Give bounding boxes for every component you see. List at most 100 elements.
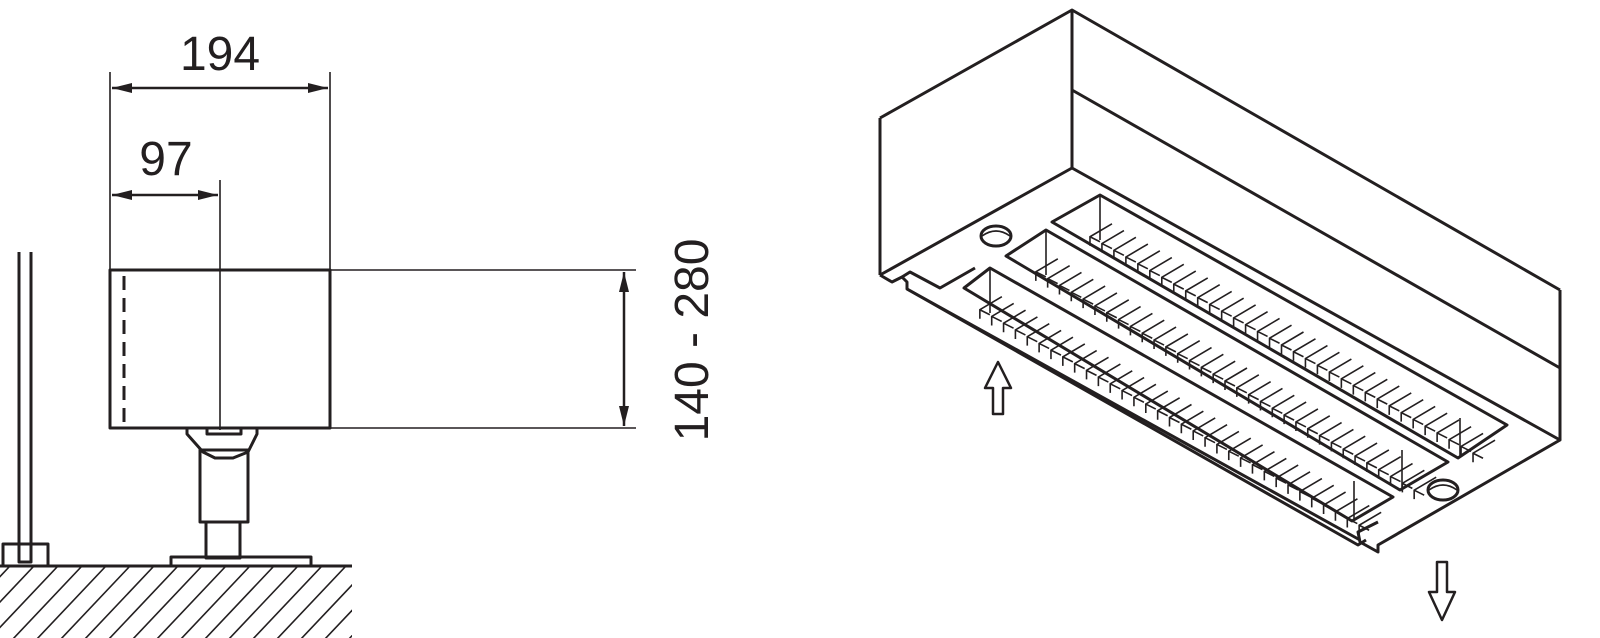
- floor-hatching: [0, 566, 442, 638]
- grille-fin: [1137, 250, 1161, 273]
- grille-fin: [1050, 336, 1074, 360]
- grille-fin: [1172, 270, 1197, 294]
- grille-fin: [1287, 471, 1311, 494]
- grille-fin: [1109, 370, 1133, 393]
- grille-fin: [1208, 290, 1233, 314]
- hatch-line: [84, 566, 155, 638]
- grille-fin: [1401, 469, 1425, 493]
- grille-fin: [1377, 456, 1402, 479]
- grille-fin: [1340, 365, 1364, 388]
- hatch-line: [132, 566, 203, 638]
- grille-fin: [1306, 415, 1331, 438]
- grille-fin: [1097, 363, 1121, 387]
- grille-fin: [1322, 491, 1346, 515]
- hatch-line: [204, 566, 275, 638]
- grille-fin: [1101, 229, 1125, 253]
- hatch-line: [348, 634, 352, 638]
- grille-fin: [1188, 346, 1212, 370]
- grille-fin: [1002, 309, 1026, 333]
- hatch-line: [324, 609, 352, 638]
- grille-fin: [990, 302, 1015, 326]
- mounting-hole-right: [1426, 478, 1460, 502]
- hatch-line: [60, 566, 131, 638]
- grille-fin: [1035, 258, 1059, 281]
- grille-fin: [1236, 374, 1260, 397]
- dimension-194: 194: [109, 28, 331, 270]
- grille-fin: [1292, 338, 1316, 361]
- grille-fin: [1156, 397, 1181, 420]
- grille-fin: [1117, 305, 1141, 329]
- grille-fin: [1330, 428, 1354, 452]
- hatch-line: [108, 566, 179, 638]
- hatch-line: [228, 566, 299, 638]
- grille-fin: [1280, 331, 1304, 354]
- grille-fin: [1184, 277, 1209, 300]
- hatch-line: [156, 566, 227, 638]
- grille-fin: [1328, 358, 1352, 382]
- grille-fin: [1424, 412, 1448, 436]
- isometric-view: [878, 8, 1562, 622]
- grille-fin: [1200, 353, 1224, 377]
- grille-fin: [1232, 304, 1257, 327]
- grille-fin: [1247, 380, 1272, 404]
- grille-fin: [1256, 317, 1280, 341]
- grille-fin: [1448, 426, 1472, 449]
- grille-fin: [1105, 299, 1130, 322]
- hatch-line: [372, 566, 442, 638]
- grille-fin: [1141, 319, 1165, 343]
- offset-dimension-label: 97: [139, 133, 192, 186]
- grille-fin: [1144, 390, 1169, 414]
- airflow-in-arrow-up-icon: [983, 360, 1013, 416]
- grille-fin: [1318, 421, 1342, 445]
- hatch-line: [276, 566, 347, 638]
- airflow-out-arrow-down-icon: [1427, 560, 1457, 622]
- grille-fin: [1412, 405, 1436, 429]
- grille-fin: [1216, 430, 1240, 454]
- mounting-hole-left: [979, 224, 1013, 248]
- hatch-line: [0, 566, 59, 629]
- grille-fin: [1165, 333, 1189, 356]
- dimension-97: 97: [112, 133, 221, 430]
- hatch-line: [0, 566, 35, 604]
- grille-fin: [1149, 256, 1173, 280]
- grille-fin: [1038, 329, 1062, 353]
- grille-fin: [1113, 236, 1137, 260]
- grille-fin: [1094, 292, 1118, 315]
- hatch-line: [12, 566, 83, 638]
- grille-fin: [1058, 271, 1082, 295]
- grille-slot: [962, 266, 1395, 535]
- grille-fin: [1283, 401, 1307, 425]
- grille-fin: [1376, 385, 1400, 409]
- grille-fin: [1153, 326, 1177, 350]
- housing: [878, 8, 1562, 554]
- grille-fin: [1073, 349, 1098, 373]
- grille-fin: [1334, 498, 1358, 521]
- grille-fin: [1121, 376, 1145, 400]
- grille-fin: [1263, 457, 1287, 481]
- grille-fin: [1354, 442, 1378, 466]
- grille-slot: [1050, 193, 1509, 463]
- hatch-line: [252, 566, 323, 638]
- grille-fin: [1082, 285, 1106, 309]
- grille-fin: [1310, 484, 1335, 508]
- grille-fin: [1295, 408, 1319, 431]
- height-dimension-label: 140 - 280: [666, 239, 719, 442]
- grille-slot: [1004, 228, 1450, 500]
- grille-fin: [1196, 283, 1221, 307]
- grille-fin: [1014, 316, 1038, 339]
- grille-fin: [1089, 223, 1113, 246]
- grille-fin: [1070, 278, 1094, 302]
- hatch-line: [180, 566, 251, 638]
- grille-fin: [1239, 444, 1264, 467]
- hatch-line: [300, 583, 352, 638]
- grille-fin: [1220, 297, 1245, 321]
- grille-fin: [1168, 403, 1192, 427]
- grille-fin: [1352, 371, 1376, 395]
- grille-fin: [1026, 322, 1050, 346]
- grille-fin: [1176, 340, 1201, 363]
- grille-fin: [1460, 432, 1484, 456]
- grille-fin: [1251, 450, 1275, 474]
- grille-fin: [1413, 476, 1437, 500]
- dimension-height: 140 - 280: [330, 239, 719, 442]
